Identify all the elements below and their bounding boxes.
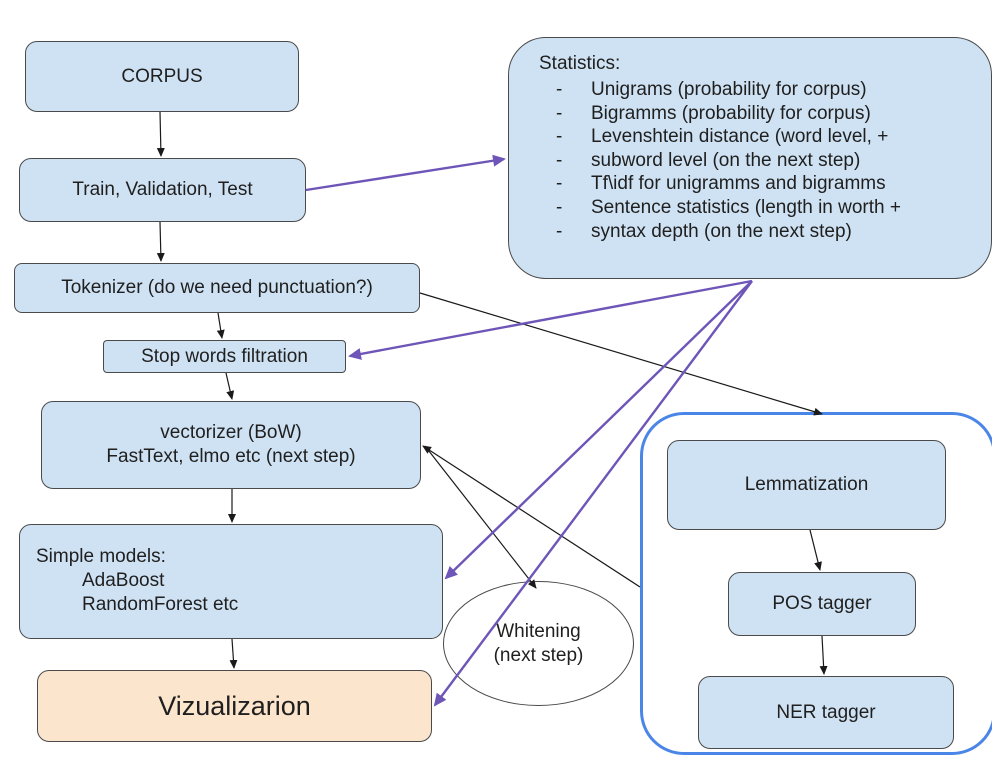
visualization-node: Vizualizarion (37, 670, 432, 742)
statistics-item-bigramms: Bigramms (probability for corpus) (539, 102, 973, 126)
edge-split-to-statistics (305, 154, 506, 192)
edge-corpus-to-split (156, 111, 165, 157)
ner-tagger-node: NER tagger (698, 676, 954, 749)
ner-tagger-label: NER tagger (776, 701, 876, 723)
pos-tagger-node: POS tagger (728, 572, 916, 636)
simple-models-item-adaboost: AdaBoost (82, 570, 165, 591)
train-validation-test-node: Train, Validation, Test (19, 158, 306, 222)
vectorizer-line-1: vectorizer (BoW) (160, 422, 302, 443)
statistics-item-sentence: Sentence statistics (length in worth + (539, 196, 973, 220)
edge-tokenizer-to-stopwords (216, 312, 225, 339)
statistics-node: Statistics: Unigrams (probability for co… (508, 37, 992, 279)
stop-words-node: Stop words filtration (103, 340, 346, 373)
corpus-label: CORPUS (121, 65, 203, 87)
tokenizer-node: Tokenizer (do we need punctuation?) (14, 263, 420, 313)
edge-split-to-tokenizer (156, 221, 165, 262)
statistics-title: Statistics: (539, 53, 621, 74)
corpus-node: CORPUS (25, 41, 299, 112)
lemmatization-label: Lemmatization (744, 474, 869, 495)
edge-group-to-vectorizer (422, 445, 641, 588)
lemmatization-node: Lemmatization (667, 440, 946, 530)
vectorizer-line-2: FastText, elmo etc (next step) (106, 446, 356, 467)
simple-models-title: Simple models: (36, 546, 166, 567)
visualization-label: Vizualizarion (158, 691, 311, 721)
stop-words-label: Stop words filtration (141, 345, 308, 367)
whitening-line-1: Whitening (496, 620, 581, 642)
edge-simple-models-to-visualization (229, 638, 238, 669)
whitening-line-2: (next step) (493, 644, 584, 666)
whitening-node: Whitening (next step) (443, 581, 634, 706)
statistics-item-sentence-cont: syntax depth (on the next step) (539, 220, 973, 244)
edge-tokenizer-to-lemma-group (419, 292, 823, 416)
split-label: Train, Validation, Test (72, 179, 253, 200)
tokenizer-label: Tokenizer (do we need punctuation?) (61, 277, 373, 298)
statistics-item-tfidf: Tf\idf for unigramms and bigramms (539, 172, 973, 196)
edge-stopwords-to-vectorizer (225, 372, 235, 400)
statistics-item-unigrams: Unigrams (probability for corpus) (539, 78, 973, 102)
vectorizer-node: vectorizer (BoW) FastText, elmo etc (nex… (41, 401, 421, 489)
simple-models-node: Simple models: AdaBoost RandomForest etc (19, 524, 443, 639)
statistics-item-levenshtein-cont: subword level (on the next step) (539, 149, 973, 173)
simple-models-item-randomforest: RandomForest etc (82, 594, 239, 615)
statistics-list: Unigrams (probability for corpus) Bigram… (539, 78, 973, 243)
statistics-item-levenshtein: Levenshtein distance (word level, + (539, 125, 973, 149)
pos-tagger-label: POS tagger (772, 593, 872, 614)
